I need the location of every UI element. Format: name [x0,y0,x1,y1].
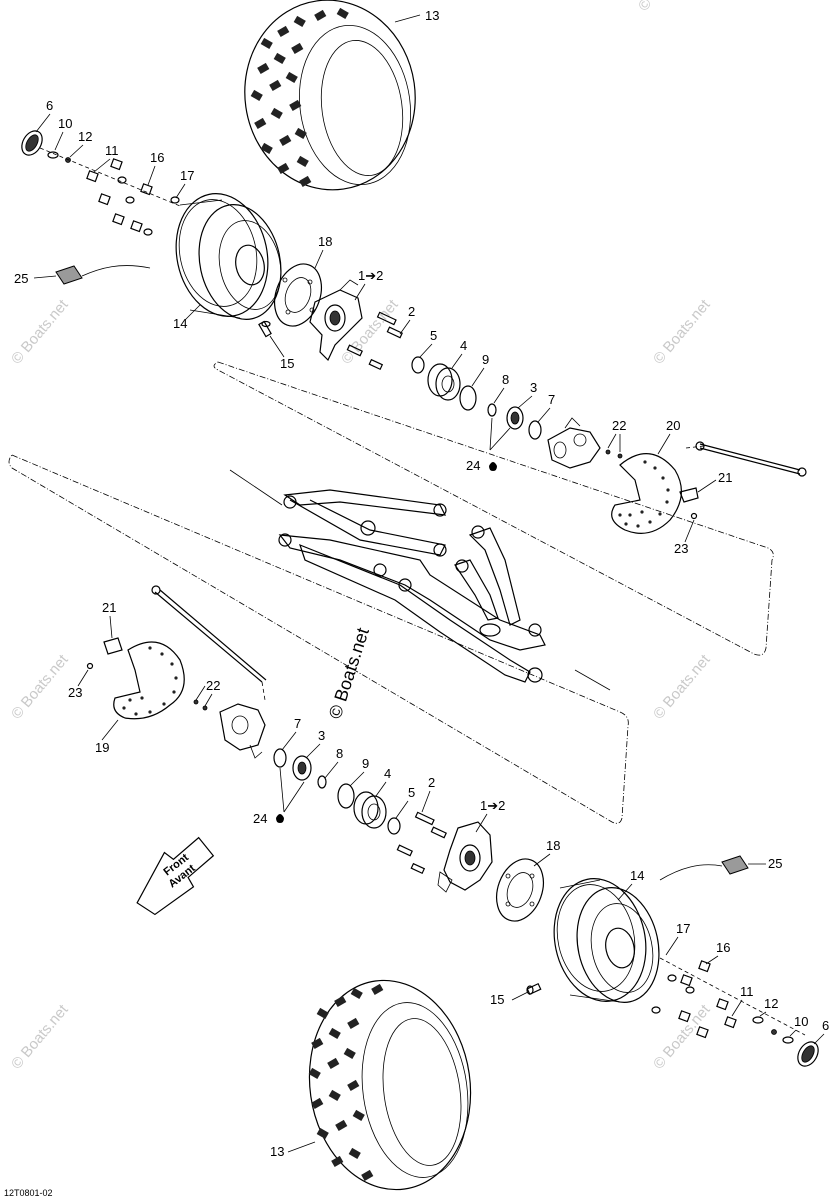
lower-tire [308,979,472,1191]
callout-19: 19 [95,740,109,755]
callout-25: 25 [14,271,28,286]
upper-tie-rod [685,441,807,477]
upper-brake-disc [611,453,682,534]
callout-14: 14 [630,868,644,883]
callout-2: 2 [428,775,435,790]
watermark: © Boats.net [650,651,714,723]
assembly-frames [8,361,774,824]
callout-13: 13 [425,8,439,23]
callout-9: 9 [362,756,369,771]
callout-24: 24 [466,458,480,473]
upper-tag-25 [55,265,151,285]
callout-8: 8 [502,372,509,387]
callout-18: 18 [318,234,332,249]
callout-9: 9 [482,352,489,367]
callout-23: 23 [68,685,82,700]
callout-1to2: 1➔2 [480,798,505,813]
callout-17: 17 [180,168,194,183]
callout-2: 2 [408,304,415,319]
upper-bearing-stack [411,356,542,440]
callout-22: 22 [612,418,626,433]
watermark: © Boats.net [8,1001,72,1073]
upper-rim [175,193,282,320]
callout-14: 14 [173,316,187,331]
callout-7: 7 [548,392,555,407]
upper-bolts-2 [346,311,403,371]
callout-18: 18 [546,838,560,853]
front-direction-arrow: Front Avant [136,836,215,916]
callout-24: 24 [253,811,267,826]
lower-tie-rod [151,585,267,701]
watermark: © Boats.net [635,0,699,15]
callout-12: 12 [78,129,92,144]
callout-10: 10 [58,116,72,131]
lower-caliper [219,703,266,759]
lower-screw-15 [526,982,542,996]
callout-8: 8 [336,746,343,761]
callout-11: 11 [740,984,754,999]
lower-bolts-2 [396,811,447,875]
callout-4: 4 [460,338,467,353]
callout-21: 21 [102,600,116,615]
watermark-center: © Boats.net [325,625,373,721]
callout-6: 6 [822,1018,829,1033]
upper-hub-hardware [21,130,181,236]
callout-16: 16 [716,940,730,955]
watermarks: © Boats.net © Boats.net © Boats.net © Bo… [8,0,714,1073]
callout-17: 17 [676,921,690,936]
callout-1to2: 1➔2 [358,268,383,283]
upper-bolts-22 [605,449,623,459]
watermark: © Boats.net [8,651,72,723]
callout-7: 7 [294,716,301,731]
lower-bearing-stack [273,748,401,835]
callout-25: 25 [768,856,782,871]
callout-10: 10 [794,1014,808,1029]
lower-hub-hardware [651,957,819,1067]
a-arms-assembly [229,469,611,691]
upper-screw-15 [258,320,272,338]
callout-12: 12 [764,996,778,1011]
figure-code: 12T0801-02 [4,1188,53,1198]
lower-tag-25 [659,855,749,881]
callout-3: 3 [318,728,325,743]
callout-6: 6 [46,98,53,113]
callout-13: 13 [270,1144,284,1159]
callout-11: 11 [105,143,119,158]
callout-15: 15 [490,992,504,1007]
watermark: © Boats.net [650,296,714,368]
callout-15: 15 [280,356,294,371]
callout-5: 5 [430,328,437,343]
callout-20: 20 [666,418,680,433]
callout-22: 22 [206,678,220,693]
callout-23: 23 [674,541,688,556]
lower-knuckle [437,821,493,893]
upper-bracket-21 [679,487,699,503]
upper-caliper [547,417,601,469]
callout-3: 3 [530,380,537,395]
callout-4: 4 [384,766,391,781]
lower-bracket-21 [103,637,123,655]
upper-knuckle [309,279,363,362]
callout-16: 16 [150,150,164,165]
watermark: © Boats.net [8,296,72,368]
upper-disc-18 [274,263,322,327]
lower-disc-18 [496,858,544,922]
lower-rim [553,878,660,1003]
lower-brake-disc [113,641,185,720]
upper-tire [244,0,416,191]
callout-5: 5 [408,785,415,800]
callout-21: 21 [718,470,732,485]
